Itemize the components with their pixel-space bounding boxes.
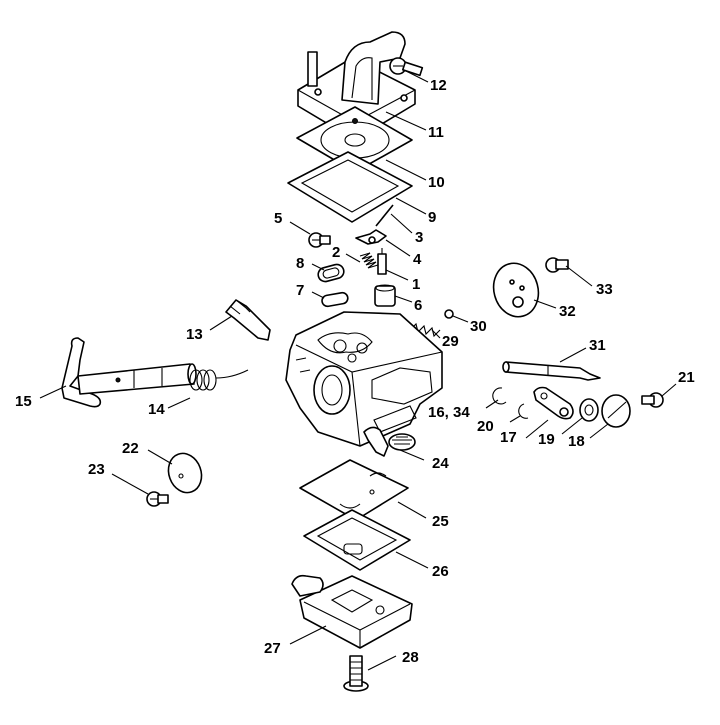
- callout-labels: 12 11 10 9 3 5 4 2 1 8 7 6 33 32 30 13 2…: [15, 77, 695, 666]
- grommet-8: [317, 263, 345, 283]
- callout-16-34: 16, 34: [428, 404, 470, 421]
- callout-30: 30: [470, 318, 487, 335]
- washer: [579, 398, 599, 422]
- spring-29: [409, 322, 441, 338]
- choke-screw: [641, 392, 664, 408]
- spring-2: [359, 252, 379, 269]
- leader-lines: [39, 69, 677, 671]
- cover-screw: [343, 655, 369, 692]
- callout-11: 11: [428, 124, 444, 141]
- throttle-shaft: [61, 337, 197, 408]
- callout-22: 22: [122, 440, 139, 457]
- callout-2: 2: [332, 244, 340, 261]
- metering-diaphragm: [299, 459, 409, 521]
- callout-25: 25: [432, 513, 449, 530]
- lever-screw: [308, 232, 331, 248]
- gasket: [287, 151, 413, 223]
- torsion-spring: [189, 369, 249, 391]
- adjusting-screw: [225, 299, 271, 341]
- callout-20: 20: [477, 418, 494, 435]
- callout-7: 7: [296, 282, 304, 299]
- callout-28: 28: [402, 649, 419, 666]
- ball: [444, 309, 454, 319]
- callout-13: 13: [186, 326, 203, 343]
- valve-jet: [374, 284, 396, 307]
- callout-21: 21: [678, 369, 695, 386]
- callout-31: 31: [589, 337, 606, 354]
- cap: [601, 394, 631, 428]
- strainer: [363, 426, 416, 457]
- plug-7: [321, 291, 349, 308]
- pin: [375, 204, 394, 227]
- callout-17: 17: [500, 429, 517, 446]
- callout-26: 26: [432, 563, 449, 580]
- plate-screw: [146, 491, 169, 507]
- callout-9: 9: [428, 209, 436, 226]
- e-clip-16-34: [492, 387, 507, 405]
- metering-cover: [291, 574, 413, 649]
- callout-29: 29: [442, 333, 459, 350]
- choke-lever: [533, 386, 574, 420]
- callout-5: 5: [274, 210, 282, 227]
- callout-19: 19: [538, 431, 555, 448]
- throttle-plate: [492, 262, 540, 318]
- callout-33: 33: [596, 281, 613, 298]
- carburetor-body: [285, 311, 443, 447]
- metering-gasket: [303, 509, 411, 571]
- callout-18: 18: [568, 433, 585, 450]
- e-clip-20: [518, 403, 529, 419]
- pump-cover-screw: [389, 57, 424, 77]
- callout-15: 15: [15, 393, 32, 410]
- callout-1: 1: [412, 276, 420, 293]
- callout-14: 14: [148, 401, 165, 418]
- callout-12: 12: [430, 77, 447, 94]
- inlet-needle: [377, 248, 387, 275]
- callout-27: 27: [264, 640, 281, 657]
- callout-4: 4: [413, 251, 422, 268]
- callout-6: 6: [414, 297, 422, 314]
- pump-cover: [297, 31, 416, 141]
- choke-shaft: [502, 361, 601, 381]
- callout-32: 32: [559, 303, 576, 320]
- callout-24: 24: [432, 455, 449, 472]
- callout-8: 8: [296, 255, 304, 272]
- callout-23: 23: [88, 461, 105, 478]
- plate-22: [167, 452, 203, 494]
- callout-10: 10: [428, 174, 445, 191]
- throttle-plate-screw: [545, 257, 569, 273]
- inlet-control-lever: [355, 229, 387, 245]
- callout-3: 3: [415, 229, 423, 246]
